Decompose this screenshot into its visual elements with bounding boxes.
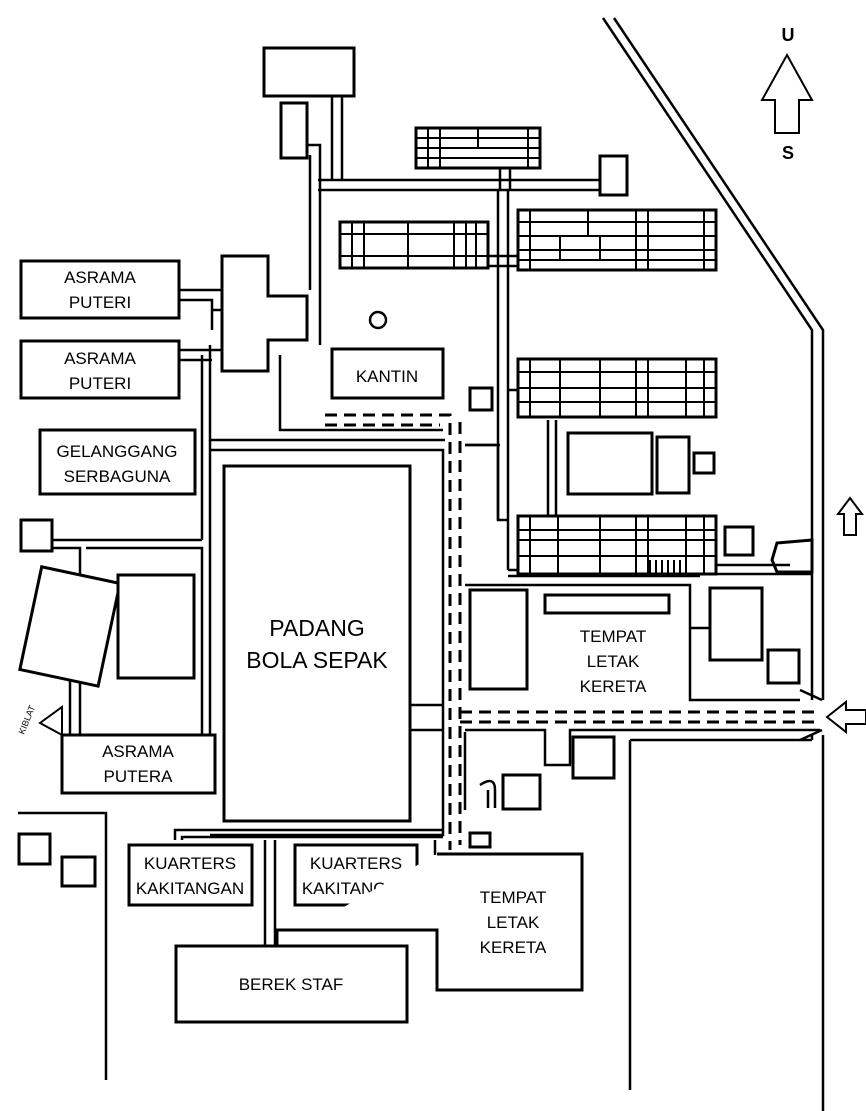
padang-label: PADANG <box>269 615 364 641</box>
gelanggang-label: GELANGGANG <box>57 442 178 461</box>
qibla-label: KIBLAT <box>17 703 38 735</box>
compass-south-label: S <box>782 143 794 163</box>
building-generator <box>723 525 755 557</box>
building-east-1 <box>708 586 764 662</box>
parking-1-label: TEMPAT <box>580 627 646 646</box>
compass-north-label: U <box>782 25 795 45</box>
asrama-putera <box>60 733 217 795</box>
footpath <box>325 413 452 850</box>
gelanggang-serbaguna <box>38 428 197 496</box>
classroom-block-left <box>338 220 490 270</box>
parking-2-outline <box>275 852 584 992</box>
classroom-block-right-top <box>516 208 718 272</box>
kuarters-1-label: KUARTERS <box>144 854 236 873</box>
building-west-block <box>116 573 196 680</box>
kuarters-kakitangan-1 <box>127 843 254 907</box>
building-ne-small <box>598 154 629 197</box>
kuarters-1-label-2: KAKITANGAN <box>136 879 244 898</box>
asrama-putera-label-2: PUTERA <box>104 767 174 786</box>
building-sw-1 <box>17 832 52 866</box>
flagpole-icon <box>368 310 388 330</box>
building-east-2 <box>766 648 801 685</box>
parking-small <box>468 588 529 691</box>
building-north-top <box>262 46 356 98</box>
parking-bar <box>543 593 671 615</box>
berek-staf <box>174 944 409 1024</box>
asrama-puteri-1-label: ASRAMA <box>64 268 136 287</box>
kuarters-2-label: KUARTERS <box>310 854 402 873</box>
building-lab-2 <box>655 435 691 495</box>
building-south-2 <box>501 773 542 811</box>
parking-1-label-3: KERETA <box>580 677 647 696</box>
kantin-label: KANTIN <box>356 367 418 386</box>
building-south-1 <box>571 735 616 780</box>
classroom-block-right-bottom <box>516 514 718 576</box>
padang-outline <box>210 448 445 837</box>
building-north-small <box>279 101 309 160</box>
parking-1-label-2: LETAK <box>587 652 640 671</box>
building-small-lab <box>692 451 716 475</box>
asrama-puteri-1-label-2: PUTERI <box>69 293 131 312</box>
kantin-building <box>330 347 445 400</box>
main-road <box>601 17 825 1111</box>
padang-bola-sepak <box>222 464 412 823</box>
padang-label-2: BOLA SEPAK <box>246 647 388 673</box>
entrance-arrow-icon <box>825 699 866 735</box>
asrama-puteri-2-label: ASRAMA <box>64 349 136 368</box>
qibla-arrow-icon <box>38 705 63 737</box>
guard-house <box>770 538 814 574</box>
building-lab-1 <box>566 431 654 496</box>
parking-2-label-3: KERETA <box>480 938 547 957</box>
building-south-tiny <box>468 831 492 849</box>
berek-staf-label: BEREK STAF <box>239 975 344 994</box>
mosque-building <box>18 565 122 688</box>
asrama-putera-label: ASRAMA <box>102 742 174 761</box>
asrama-puteri-2 <box>19 339 181 400</box>
building-small-square <box>468 386 494 412</box>
asrama-puteri-2-label-2: PUTERI <box>69 374 131 393</box>
parking-2-label-2: LETAK <box>487 913 540 932</box>
gelanggang-label-2: SERBAGUNA <box>64 467 171 486</box>
building-sw-2 <box>60 855 97 888</box>
entrance-up-arrow-icon <box>836 496 864 536</box>
asrama-puteri-1 <box>19 259 181 320</box>
administration-building <box>220 254 309 373</box>
compass: U S <box>760 25 814 163</box>
north-arrow-icon <box>760 52 814 134</box>
classroom-block-top <box>414 126 542 170</box>
building-west-small <box>19 518 54 553</box>
parking-2-label: TEMPAT <box>480 888 546 907</box>
classroom-block-right-middle <box>516 357 718 419</box>
